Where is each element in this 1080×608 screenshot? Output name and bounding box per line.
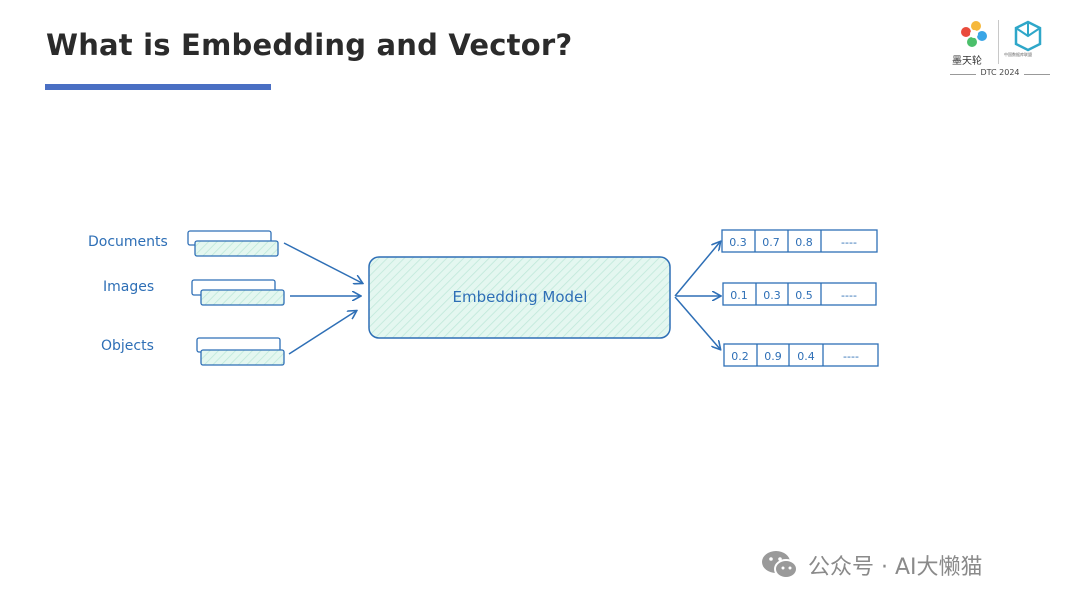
slide-title: What is Embedding and Vector? — [46, 28, 573, 62]
org-name: 墨天轮 — [952, 56, 982, 67]
vector-value: 0.9 — [764, 350, 782, 363]
documents-stack-icon — [187, 230, 279, 257]
partner-name: 中国数据库联盟 — [1004, 52, 1032, 57]
vector-value: 0.5 — [795, 289, 813, 302]
vector-value: 0.1 — [730, 289, 748, 302]
input-label-objects: Objects — [101, 338, 154, 354]
vector-value: 0.3 — [729, 236, 747, 249]
input-label-documents: Documents — [88, 234, 168, 250]
vector-row: 0.3 0.7 0.8 ---- — [721, 229, 878, 253]
arrow-objects-to-model — [288, 311, 356, 355]
arrow-documents-to-model — [283, 242, 362, 283]
vector-value: 0.7 — [762, 236, 780, 249]
vector-value: 0.2 — [731, 350, 749, 363]
images-stack-icon — [191, 279, 285, 306]
vector-row: 0.2 0.9 0.4 ---- — [723, 343, 879, 367]
embedding-model-box — [368, 256, 671, 339]
objects-stack-icon — [196, 337, 285, 366]
watermark-text: 公众号 · AI大懒猫 — [808, 555, 983, 580]
arrow-model-to-vector-1 — [674, 242, 720, 297]
vector-ellipsis: ---- — [841, 289, 857, 302]
watermark: 公众号 · AI大懒猫 — [760, 548, 983, 582]
vector-row: 0.1 0.3 0.5 ---- — [722, 282, 877, 306]
arrow-model-to-vector-3 — [674, 296, 720, 349]
wechat-icon — [762, 551, 798, 579]
database-alliance-logo-icon — [1014, 20, 1042, 52]
logo-divider — [998, 20, 999, 64]
vector-value: 0.8 — [795, 236, 813, 249]
vector-value: 0.4 — [797, 350, 815, 363]
event-label: DTC 2024 — [948, 68, 1052, 77]
title-underline — [45, 84, 271, 90]
vector-ellipsis: ---- — [841, 236, 857, 249]
vector-value: 0.3 — [763, 289, 781, 302]
embedding-model-label: Embedding Model — [453, 288, 588, 306]
vector-ellipsis: ---- — [843, 350, 859, 363]
conference-logo: 墨天轮 中国数据库联盟 DTC 2024 — [948, 16, 1058, 86]
input-label-images: Images — [103, 279, 154, 295]
motianlun-logo-icon — [961, 21, 987, 47]
